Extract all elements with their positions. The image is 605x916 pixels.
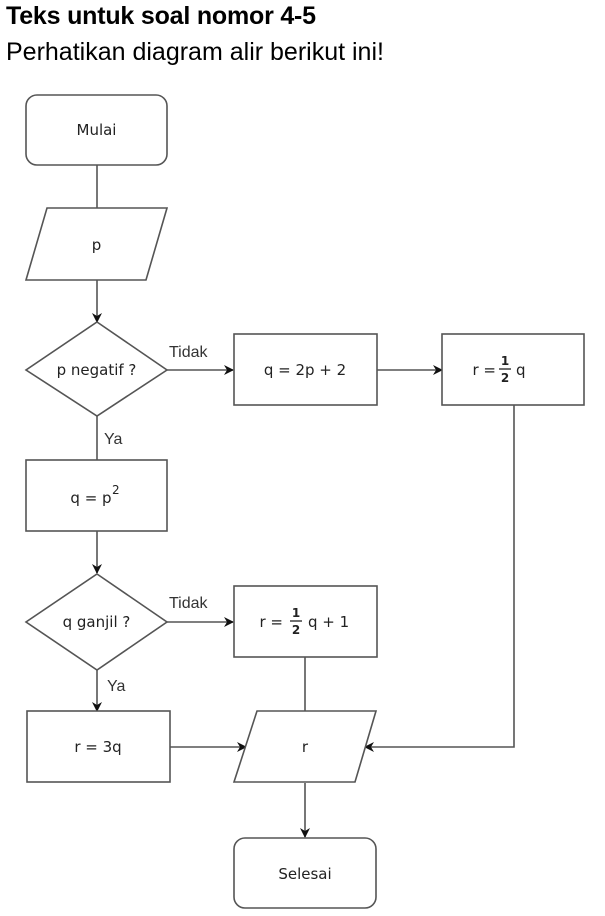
edge-r-half-to-output [364,405,515,752]
process-q-p-squared: q = p 2 [25,459,168,532]
decision-p-negative: p negatif ? [24,321,169,417]
section-heading: Teks untuk soal nomor 4-5 [6,2,316,30]
process-q-2p-plus-2: q = 2p + 2 [233,333,378,406]
r-half-q-plus-1-denominator: 2 [292,623,300,637]
decision-p-negative-label: p negatif ? [57,361,137,379]
start-terminal: Mulai [25,94,168,166]
q-p-squared-exponent: 2 [112,483,120,497]
r-half-q-prefix: r = [472,361,496,379]
r-half-q-suffix: q [516,361,526,379]
output-r-node: r [232,710,378,783]
process-r-half-q: r = 1 2 q [441,333,585,406]
decision-q-odd: q ganjil ? [24,573,169,671]
r-half-q-plus-1-prefix: r = [259,613,283,631]
decision-q-odd-label: q ganjil ? [63,613,131,631]
output-r-label: r [302,738,309,756]
edge-label-p-yes: Ya [104,431,122,448]
input-p-node: p [24,207,169,281]
process-r-3q: r = 3q [26,710,171,783]
edges [92,165,515,838]
edge-label-p-no: Tidak [169,344,209,361]
process-r-half-q-plus-1: r = 1 2 q + 1 [233,585,378,658]
input-p-label: p [92,236,102,254]
end-label: Selesai [278,865,331,883]
r-half-q-denominator: 2 [501,371,509,385]
edge-label-q-no: Tidak [169,595,209,612]
q-p-squared-base: q = p [70,489,111,507]
start-label: Mulai [77,121,117,139]
r-half-q-numerator: 1 [501,354,509,368]
r-half-q-plus-1-numerator: 1 [292,606,300,620]
instruction-text: Perhatikan diagram alir berikut ini! [6,38,384,66]
process-q-2p-plus-2-label: q = 2p + 2 [264,361,346,379]
edge-label-q-yes: Ya [107,678,125,695]
r-half-q-plus-1-suffix: q + 1 [308,613,349,631]
process-r-3q-label: r = 3q [74,738,121,756]
end-terminal: Selesai [233,837,377,909]
